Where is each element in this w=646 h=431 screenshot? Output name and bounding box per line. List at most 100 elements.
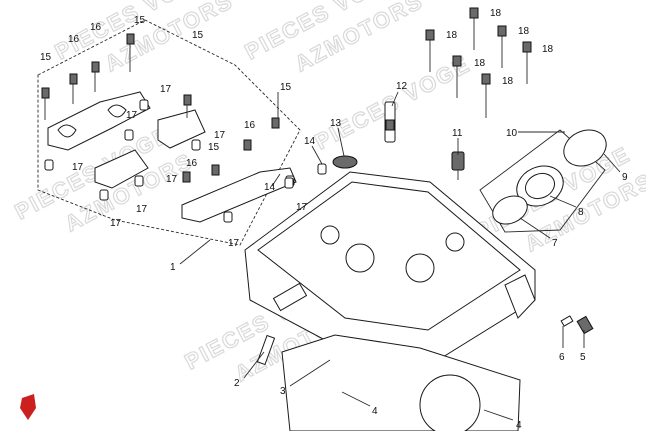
cam-bore [445, 232, 465, 252]
head-bolt-group [425, 7, 532, 118]
bolt [481, 73, 491, 85]
brand-logo-shape [20, 394, 36, 420]
head-gasket [281, 334, 521, 431]
bolt [469, 7, 479, 19]
bolt [271, 117, 280, 129]
bolt [243, 139, 252, 151]
bolt [41, 87, 50, 99]
leader-line [483, 409, 514, 421]
camshaft-cap [107, 104, 127, 118]
leader-lines [179, 91, 621, 421]
bolt [211, 164, 220, 176]
callout-number: 17 [296, 202, 308, 213]
leader-line [549, 195, 577, 208]
bolt [452, 55, 462, 67]
cylinder-head [244, 171, 536, 366]
camshaft-cap [47, 91, 151, 151]
dowel-pin [124, 129, 134, 141]
bolt [69, 73, 78, 85]
leader-line [341, 391, 371, 407]
leader-line [311, 145, 323, 165]
leader-line [603, 153, 621, 173]
head-gasket [281, 334, 521, 431]
callout-number: 1 [170, 262, 176, 273]
callout-number: 8 [578, 207, 584, 218]
callout-number: 12 [396, 81, 408, 92]
washer [560, 315, 574, 327]
leader-line [243, 351, 265, 379]
callout-number: 5 [580, 352, 586, 363]
leader-line [519, 217, 551, 239]
callout-number: 17 [166, 174, 178, 185]
leader-line [337, 127, 345, 157]
callout-number: 17 [214, 130, 226, 141]
callout-number: 18 [490, 8, 502, 19]
camshaft-cap-assembly-center [94, 94, 297, 223]
callout-number: 17 [126, 110, 138, 121]
cam-bore [405, 253, 435, 283]
spark-plug [385, 119, 395, 131]
cam-bore [345, 243, 375, 273]
callout-number: 15 [134, 15, 146, 26]
callout-number: 10 [506, 128, 518, 139]
leader-line [391, 91, 399, 107]
callout-number: 18 [502, 76, 514, 87]
gasket-bore [419, 374, 481, 431]
callout-number: 17 [72, 162, 84, 173]
callout-number: 18 [542, 44, 554, 55]
callout-number: 4 [516, 420, 522, 431]
cam-bore [320, 225, 340, 245]
callout-number: 15 [192, 30, 204, 41]
grommet [332, 155, 358, 169]
camshaft-cap [181, 167, 297, 223]
callout-number: 6 [559, 352, 565, 363]
spark-plug-and-sensor [384, 101, 465, 180]
oil-jet [256, 334, 276, 366]
camshaft-cap [57, 124, 77, 138]
callout-number: 7 [552, 238, 558, 249]
dowel-pin [223, 211, 233, 223]
cylinder-head-deck [257, 181, 521, 331]
leader-line [179, 239, 211, 265]
hose-clamp [563, 129, 607, 167]
callout-number: 4 [372, 406, 378, 417]
callout-number: 18 [474, 58, 486, 69]
leader-line [289, 359, 331, 387]
bolt [576, 315, 594, 335]
callout-number: 16 [186, 158, 198, 169]
callout-number: 18 [518, 26, 530, 37]
callout-number: 15 [40, 52, 52, 63]
dowel-pin [284, 177, 294, 189]
bolt [91, 61, 100, 73]
callout-number: 11 [452, 128, 463, 139]
bolt [425, 29, 435, 41]
dowel-pin [134, 175, 144, 187]
dowel-pin [317, 163, 327, 175]
bolt [183, 94, 192, 106]
callout-number: 3 [280, 386, 286, 397]
callout-number: 16 [90, 22, 102, 33]
callout-number: 18 [446, 30, 458, 41]
dowel-pin [139, 99, 149, 111]
callout-number: 14 [304, 136, 316, 147]
intake-group-outline [479, 129, 606, 233]
callout-number: 17 [136, 204, 148, 215]
callout-labels: 1 2 3 4 4 5 6 7 8 9 10 11 12 13 14 14 15… [40, 8, 628, 431]
hose-clamp [492, 195, 528, 225]
leader-line [271, 173, 281, 187]
callout-number: 14 [264, 182, 276, 193]
intake-pipe [524, 172, 556, 200]
cam-chain-tunnel [272, 282, 308, 312]
callout-number: 15 [280, 82, 292, 93]
brand-logo-icon [20, 394, 36, 420]
callout-number: 13 [330, 118, 342, 129]
callout-number: 17 [110, 218, 122, 229]
bolt [182, 171, 191, 183]
callout-number: 2 [234, 378, 240, 389]
callout-number: 16 [244, 120, 256, 131]
camshaft-cap-assembly-left [41, 33, 151, 171]
bolt [126, 33, 135, 45]
bolt [497, 25, 507, 37]
camshaft-cap [157, 109, 206, 149]
